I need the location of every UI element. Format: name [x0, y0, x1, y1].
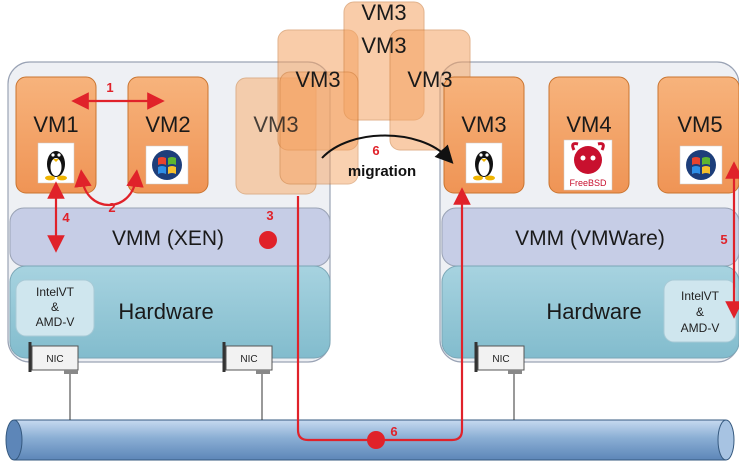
cpu-ext-right-line2: & — [696, 305, 704, 319]
marker-2-label: 2 — [108, 200, 115, 215]
marker-3-dot — [259, 231, 277, 249]
windows-logo-icon — [145, 145, 189, 185]
migration-arrow — [321, 134, 454, 164]
vm3-right-box — [443, 76, 525, 194]
linux-penguin-icon — [465, 142, 503, 184]
marker-6-label: 6 — [390, 424, 397, 439]
migrating-vm3-a-label: VM3 — [295, 67, 340, 92]
nic-right-label: NIC — [492, 354, 509, 365]
marker-3-label: 3 — [266, 208, 273, 223]
marker-5-label: 5 — [720, 232, 727, 247]
migrating-vm3-d — [279, 71, 359, 185]
linux-penguin-icon — [37, 142, 75, 184]
marker-6-dot — [367, 431, 385, 449]
cpu-ext-left-line2: & — [51, 300, 59, 314]
freebsd-logo-icon: FreeBSD — [563, 139, 613, 191]
cpu-ext-left-box — [15, 279, 95, 337]
hardware-right-label: Hardware — [546, 299, 641, 324]
arrow-2-via-vmm — [74, 169, 144, 206]
cpu-ext-left-line3: AMD-V — [36, 315, 75, 329]
vm5-label: VM5 — [677, 112, 722, 137]
vmm-left-label: VMM (XEN) — [112, 227, 224, 250]
vmm-right-label: VMM (VMWare) — [515, 227, 665, 250]
migration-number: 6 — [372, 143, 379, 158]
vm4-label: VM4 — [566, 112, 611, 137]
cpu-ext-right-line3: AMD-V — [681, 321, 720, 335]
marker-1-label: 1 — [106, 80, 113, 95]
hardware-left-label: Hardware — [118, 299, 213, 324]
windows-logo-icon — [679, 145, 723, 185]
vm1-label: VM1 — [33, 112, 78, 137]
nic-left-2-label: NIC — [240, 354, 257, 365]
nic-left-1-label: NIC — [46, 354, 63, 365]
vm2-label: VM2 — [145, 112, 190, 137]
migrating-vm3-d-label: VM3 — [361, 0, 406, 25]
cpu-ext-right-line1: IntelVT — [681, 289, 720, 303]
nic-card: NIC — [222, 342, 273, 420]
vm3-right-label: VM3 — [461, 112, 506, 137]
vm3-ghost-label: VM3 — [253, 112, 298, 137]
migrating-vm3-c-label: VM3 — [407, 67, 452, 92]
cpu-ext-left-line1: IntelVT — [36, 285, 75, 299]
nic-card: NIC — [474, 342, 525, 420]
marker-4-label: 4 — [62, 210, 70, 225]
freebsd-logo-text: FreeBSD — [569, 178, 607, 188]
nic-card: NIC — [28, 342, 79, 420]
migrating-vm3-b-label: VM3 — [361, 33, 406, 58]
migration-label: migration — [348, 163, 416, 180]
